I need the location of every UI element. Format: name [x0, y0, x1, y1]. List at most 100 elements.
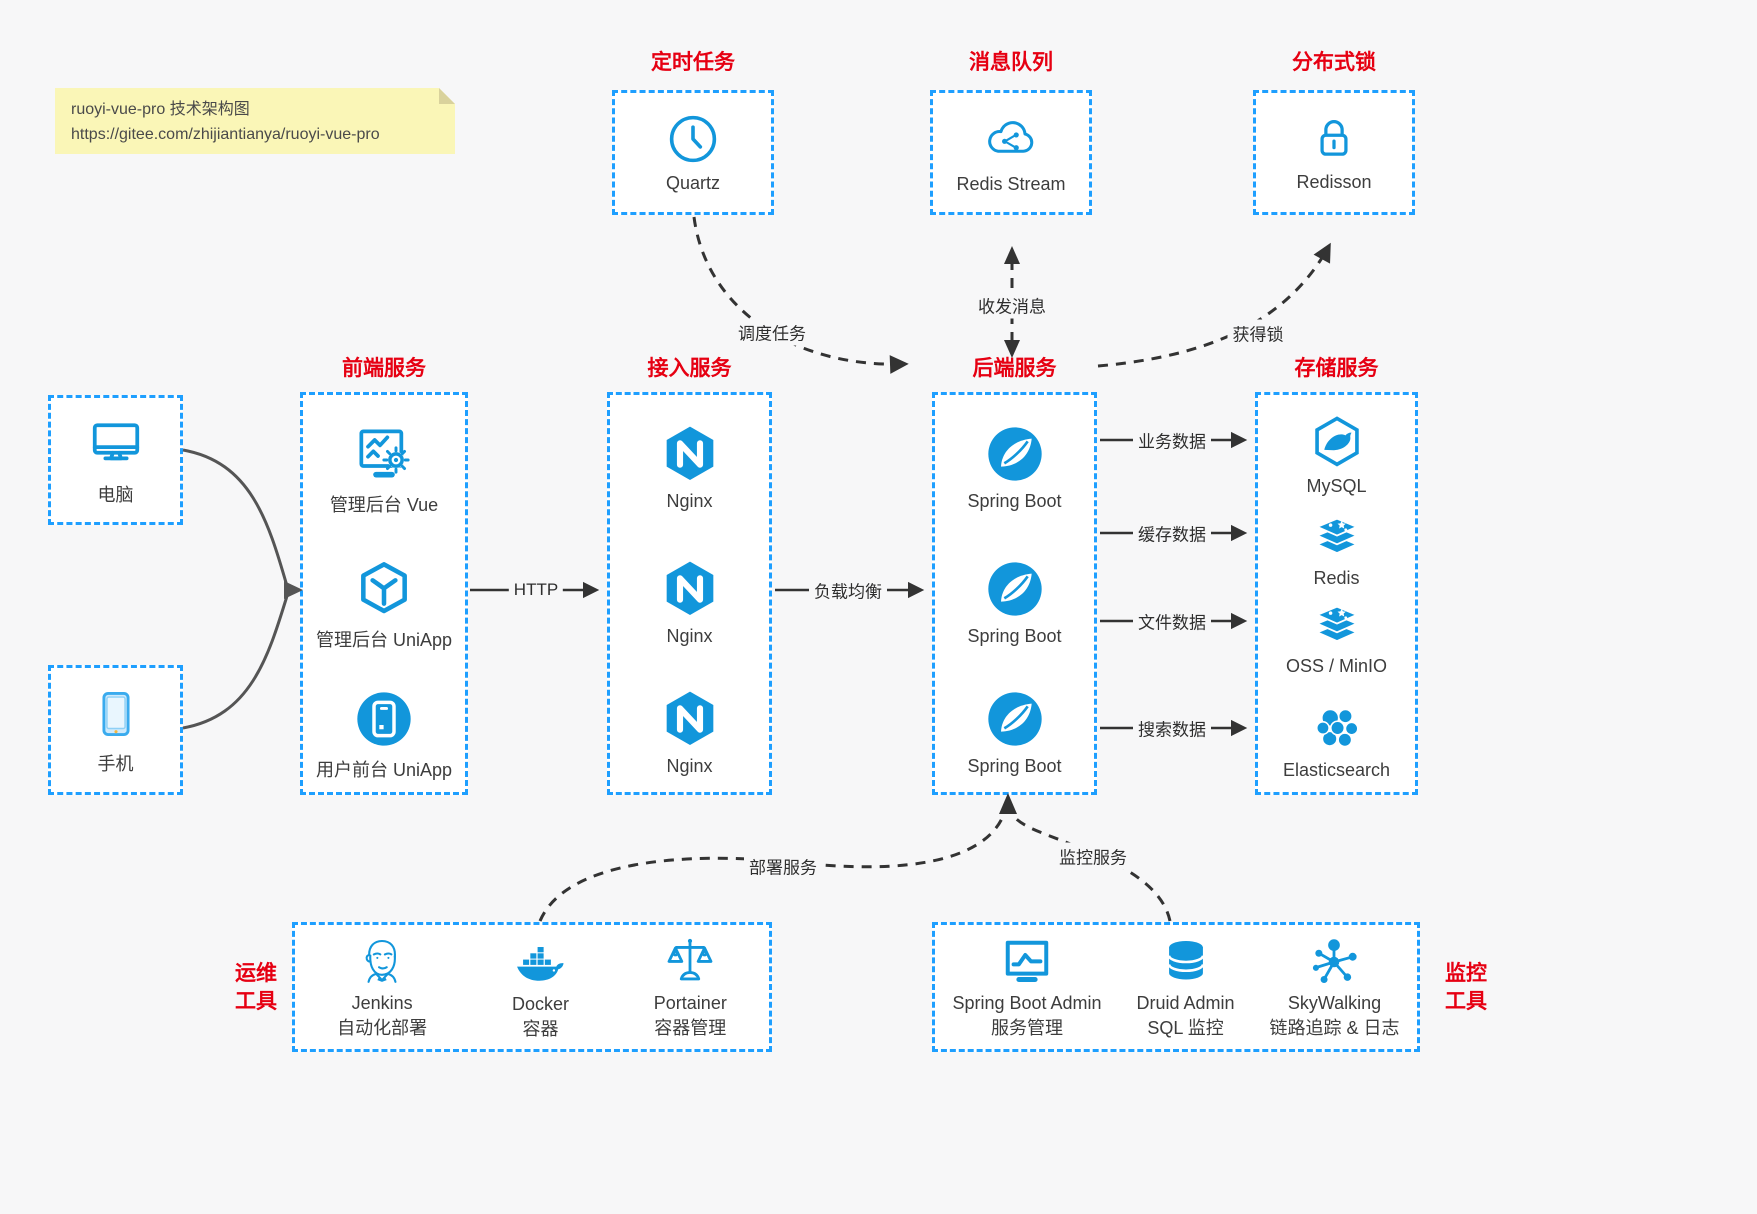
box-monitor-tools: Spring Boot Admin 服务管理 Druid Admin SQL 监… [932, 922, 1420, 1052]
service-label: Nginx [666, 756, 713, 776]
tool-name: Portainer [653, 993, 727, 1013]
arrowhead-backend-bottom [999, 793, 1017, 814]
monitor-tools-title: 监控 工具 [1436, 960, 1496, 1016]
elasticsearch-icon [1310, 701, 1364, 755]
arrow-pc-to-frontend [182, 448, 289, 587]
oss-minio-icon [1309, 595, 1365, 651]
column-title-backend: 后端服务 [972, 357, 1057, 380]
jenkins-icon [354, 934, 410, 990]
service-label: Redis Stream [956, 173, 1066, 194]
mysql-icon [1308, 413, 1366, 471]
service-label: OSS / MinIO [1285, 656, 1388, 676]
monitor-tools-title-line1: 监控 [1445, 962, 1487, 985]
service-item: Elasticsearch [1258, 701, 1415, 781]
box-mobile: 手机 [48, 665, 183, 795]
service-item: Spring Boot [935, 557, 1094, 647]
tool-skywalking: SkyWalking 链路追踪 & 日志 [1269, 934, 1400, 1040]
service-label: Spring Boot [967, 491, 1062, 511]
skywalking-network-icon [1306, 934, 1362, 990]
portainer-scales-icon [662, 934, 718, 990]
admin-vue-icon [352, 422, 416, 486]
nginx-icon [658, 687, 722, 751]
nginx-icon [658, 422, 722, 486]
service-item: MySQL [1258, 413, 1415, 497]
client-label: 电脑 [97, 484, 134, 505]
box-quartz: Quartz [612, 90, 774, 215]
user-app-icon [352, 687, 416, 751]
arrow-phone-to-frontend [182, 595, 289, 730]
tool-name: Druid Admin [1136, 993, 1235, 1013]
box-pc: 电脑 [48, 395, 183, 525]
ops-tools-title: 运维 工具 [226, 960, 286, 1016]
arrow-acquire-lock [1097, 242, 1331, 368]
tool-desc: 服务管理 [991, 1018, 1064, 1038]
edge-label-schedule-task: 调度任务 [733, 318, 811, 346]
service-item: Redis [1258, 507, 1415, 589]
redis-icon [1309, 507, 1365, 563]
desktop-icon [86, 414, 146, 474]
clock-icon [666, 112, 720, 166]
service-item: Nginx [610, 687, 769, 777]
service-label: 用户前台 UniApp [315, 760, 453, 780]
docker-icon [511, 933, 569, 991]
service-item: Nginx [610, 557, 769, 647]
column-backend: Spring Boot Spring Boot Spring Boot [932, 392, 1097, 795]
phone-icon [87, 685, 145, 743]
tool-desc: 自动化部署 [337, 1018, 428, 1038]
service-item: Spring Boot [935, 422, 1094, 512]
service-item: OSS / MinIO [1258, 595, 1415, 677]
service-label: 管理后台 UniApp [315, 630, 453, 650]
service-label: MySQL [1306, 476, 1367, 496]
cloud-share-icon [983, 111, 1039, 167]
box-redisson: Redisson [1253, 90, 1415, 215]
column-frontend: 管理后台 Vue 管理后台 UniApp 用户前台 UniApp [300, 392, 468, 795]
edge-label-load-balance: 负载均衡 [809, 576, 887, 604]
column-title-storage: 存储服务 [1294, 357, 1379, 380]
spring-boot-admin-icon [999, 934, 1055, 990]
service-label: Redisson [1296, 171, 1372, 192]
title-distributed-lock: 分布式锁 [1292, 51, 1376, 74]
column-gateway: Nginx Nginx Nginx [607, 392, 772, 795]
tool-desc: 容器 [522, 1019, 559, 1039]
nginx-icon [658, 557, 722, 621]
title-scheduled-task: 定时任务 [651, 51, 735, 74]
tool-desc: 容器管理 [654, 1018, 727, 1038]
note-title: ruoyi-vue-pro 技术架构图 [71, 101, 250, 118]
box-redis-stream: Redis Stream [930, 90, 1092, 215]
spring-icon [983, 687, 1047, 751]
arrowhead-messages-up [1004, 246, 1020, 264]
service-item: Spring Boot [935, 687, 1094, 777]
tool-desc: SQL 监控 [1147, 1018, 1224, 1038]
ops-tools-title-line1: 运维 [235, 962, 277, 985]
service-label: Nginx [666, 626, 713, 646]
client-label: 手机 [97, 753, 134, 774]
service-item: 管理后台 UniApp [303, 557, 465, 652]
service-label: 管理后台 Vue [329, 495, 439, 515]
tool-name: Jenkins [351, 993, 413, 1013]
tool-name: SkyWalking [1287, 993, 1382, 1013]
tool-jenkins: Jenkins 自动化部署 [337, 934, 427, 1040]
column-title-gateway: 接入服务 [647, 357, 732, 380]
service-label: Redis [1313, 568, 1360, 588]
tool-name: Docker [511, 994, 569, 1014]
service-item: 管理后台 Vue [303, 422, 465, 517]
tool-docker: Docker 容器 [511, 933, 569, 1041]
edge-label-search-data: 搜索数据 [1133, 714, 1211, 742]
monitor-tools-title-line2: 工具 [1445, 990, 1487, 1013]
column-title-frontend: 前端服务 [342, 357, 426, 380]
spring-icon [983, 557, 1047, 621]
edge-label-messages: 收发消息 [973, 291, 1051, 319]
service-item: Nginx [610, 422, 769, 512]
tool-name: Spring Boot Admin [952, 993, 1102, 1013]
edge-label-business-data: 业务数据 [1133, 426, 1211, 454]
edge-label-acquire-lock: 获得锁 [1227, 319, 1289, 347]
ops-tools-title-line2: 工具 [235, 990, 277, 1013]
tool-spring-boot-admin: Spring Boot Admin 服务管理 [952, 934, 1102, 1040]
tool-desc: 链路追踪 & 日志 [1269, 1018, 1400, 1038]
note-url: https://gitee.com/zhijiantianya/ruoyi-vu… [71, 126, 380, 143]
tool-portainer: Portainer 容器管理 [654, 934, 727, 1040]
edge-label-file-data: 文件数据 [1133, 607, 1211, 635]
service-label: Spring Boot [967, 756, 1062, 776]
